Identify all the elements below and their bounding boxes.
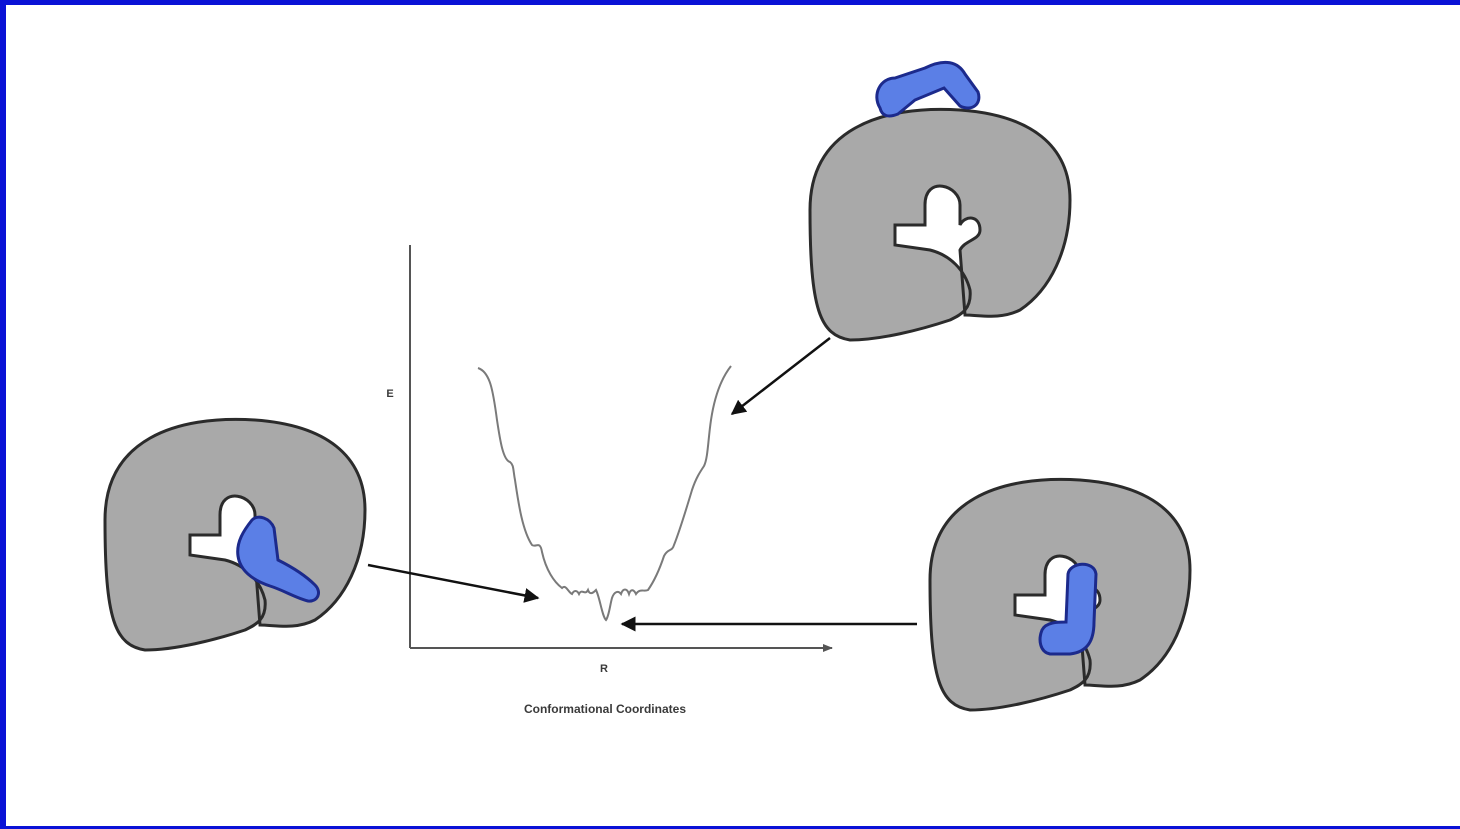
arrow-partial-to-curve	[368, 565, 538, 598]
arrow-unbound-to-curve	[732, 338, 830, 414]
energy-landscape-curve	[478, 366, 731, 620]
x-axis-title: Conformational Coordinates	[524, 702, 686, 716]
ligand-fully-bound	[1040, 564, 1096, 654]
x-axis-min-label: R	[600, 663, 608, 675]
protein-fully-bound	[930, 479, 1190, 710]
ligand-unbound	[877, 62, 979, 116]
protein-partially-bound	[105, 419, 365, 650]
y-axis-label: E	[386, 388, 393, 400]
protein-unbound	[810, 109, 1070, 340]
